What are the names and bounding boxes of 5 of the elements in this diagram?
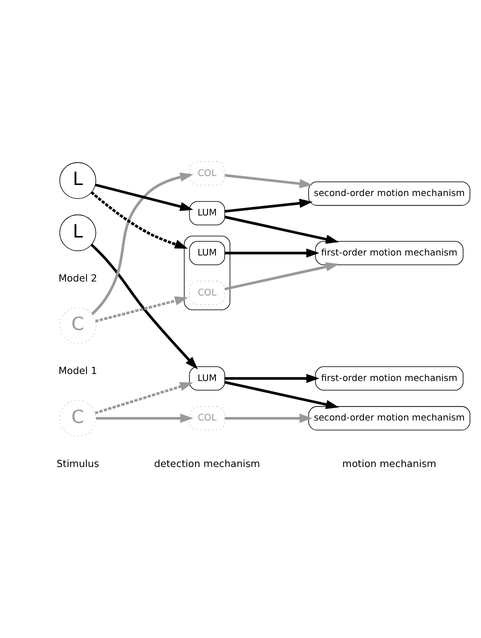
label: Stimulus — [56, 458, 100, 470]
label: Model 2 — [58, 273, 98, 284]
label: detection mechanism — [154, 458, 260, 470]
label: Model 1 — [58, 366, 98, 378]
label: motion mechanism — [342, 458, 436, 470]
